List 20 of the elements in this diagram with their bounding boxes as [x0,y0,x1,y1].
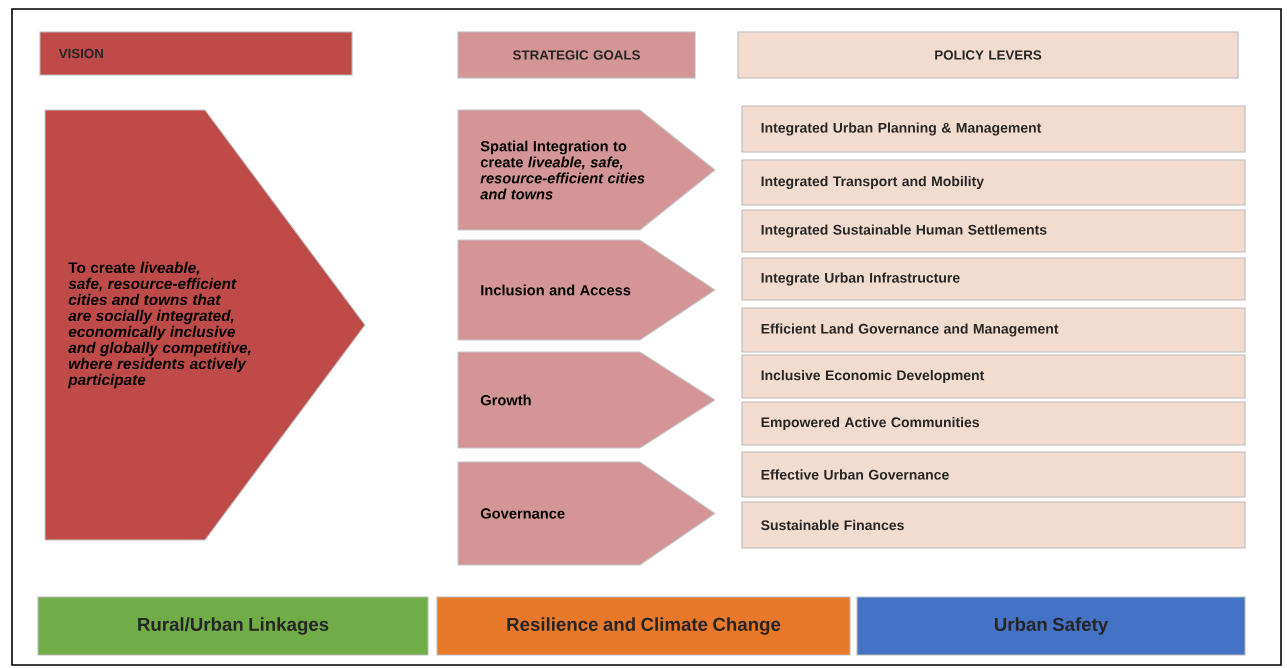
lever-box: Integrated Transport and Mobility [741,159,1246,206]
goal-pentagon: Growth [457,351,716,449]
vision-pentagon: To create liveable, safe, resource-efficient cities and towns that are socially integrated, economically inclusive and globally competitive, where residents actively participate [44,109,366,541]
theme-bar: Rural/Urban Linkages [37,596,429,656]
lever-box: Integrated Sustainable Human Settlements [741,209,1246,253]
theme-bar: Urban Safety [856,596,1246,656]
lever-box: Efficient Land Governance and Management [741,307,1246,353]
lever-box: Inclusive Economic Development [741,354,1246,399]
goal-pentagon: Governance [457,461,716,566]
lever-box: Effective Urban Governance [741,451,1246,498]
lever-box: Integrated Urban Planning & Management [741,105,1246,153]
lever-box: Integrate Urban Infrastructure [741,257,1246,301]
lever-box: Sustainable Finances [741,501,1246,549]
goal-pentagon: Spatial Integration to create liveable, safe, resource-efficient cities and towns [457,109,716,231]
header-box: POLICY LEVERS [737,31,1239,79]
header-box: STRATEGIC GOALS [457,31,696,79]
header-box: VISION [39,31,353,76]
theme-bar: Resilience and Climate Change [436,596,851,656]
goal-pentagon: Inclusion and Access [457,239,716,341]
lever-box: Empowered Active Communities [741,401,1246,446]
